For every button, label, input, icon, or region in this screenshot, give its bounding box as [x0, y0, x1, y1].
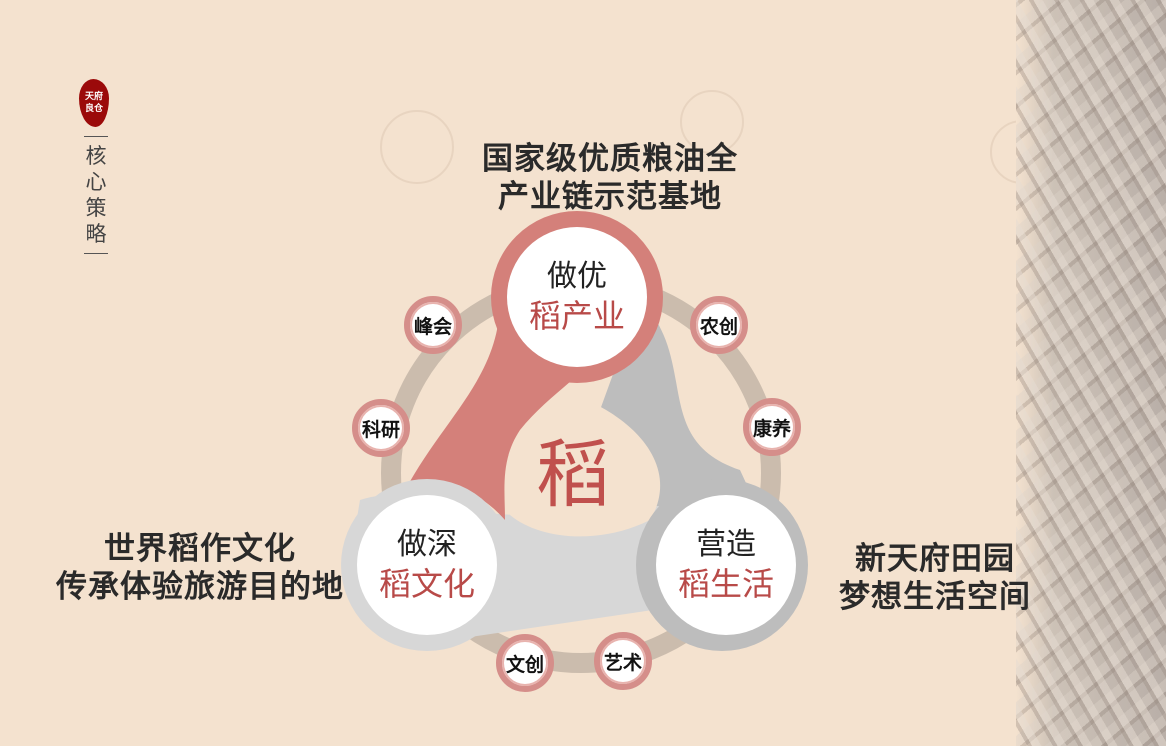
- node-research: 科研: [352, 399, 410, 457]
- headline-left-line1: 世界稻作文化: [104, 531, 296, 567]
- hub-culture-label: 稻文化: [378, 565, 475, 603]
- seal-line1: 天府: [84, 92, 103, 102]
- node-wellness: 康养: [743, 398, 801, 456]
- hub-culture: 做深 稻文化: [357, 495, 497, 635]
- background-swirl: [380, 110, 454, 184]
- background-swirl: [680, 90, 744, 154]
- section-title: 核心策略: [84, 136, 108, 254]
- hub-industry-label: 稻产业: [528, 297, 625, 335]
- hub-industry-verb: 做优: [547, 259, 607, 294]
- hub-life: 营造 稻生活: [656, 495, 796, 635]
- hub-industry: 做优 稻产业: [507, 227, 647, 367]
- node-art: 艺术: [594, 632, 652, 690]
- brand-seal-logo: 天府 良仓: [79, 79, 109, 127]
- hub-life-verb: 营造: [696, 527, 756, 562]
- headline-top: 国家级优质粮油全 产业链示范基地: [440, 140, 780, 216]
- headline-right-line2: 梦想生活空间: [839, 579, 1031, 615]
- headline-top-line1: 国家级优质粮油全: [482, 141, 738, 177]
- hub-culture-verb: 做深: [397, 527, 457, 562]
- headline-left-line2: 传承体验旅游目的地: [56, 569, 344, 605]
- headline-right: 新天府田园 梦想生活空间: [820, 540, 1050, 616]
- node-summit: 峰会: [404, 296, 462, 354]
- hub-life-label: 稻生活: [677, 565, 774, 603]
- seal-line2: 良仓: [84, 104, 103, 114]
- node-cultural-creative: 文创: [496, 634, 554, 692]
- headline-left: 世界稻作文化 传承体验旅游目的地: [40, 530, 360, 606]
- headline-right-line1: 新天府田园: [855, 541, 1015, 577]
- rice-grain-image: [1016, 0, 1166, 746]
- headline-top-line2: 产业链示范基地: [498, 179, 722, 215]
- center-character: 稻: [536, 432, 610, 518]
- node-agri-innovation: 农创: [690, 296, 748, 354]
